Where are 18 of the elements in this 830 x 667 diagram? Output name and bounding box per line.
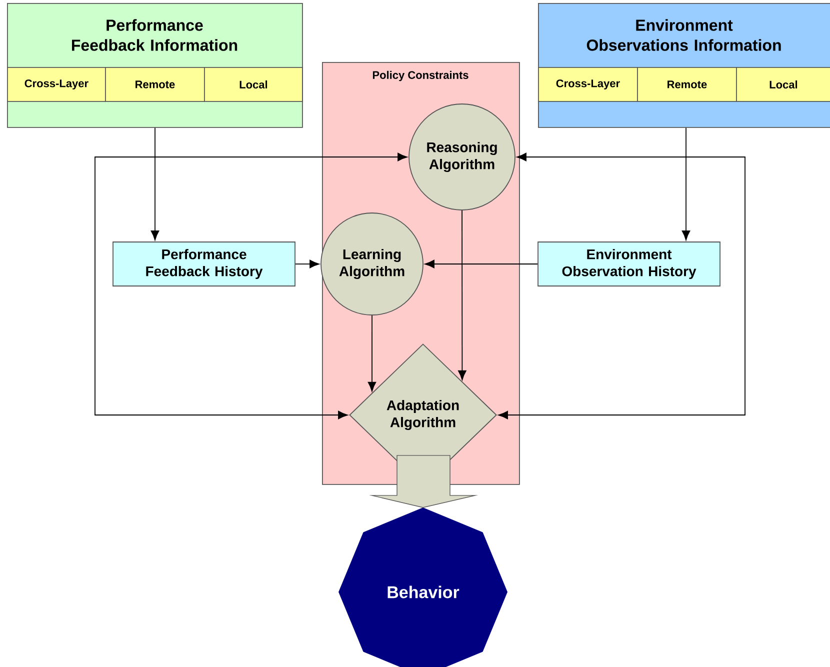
arrow: [94, 152, 408, 420]
table-cell: Cross-Layer: [538, 67, 638, 102]
arrow: [498, 152, 746, 420]
octagon: Behavior: [338, 508, 508, 667]
table-cell: Local: [204, 67, 303, 102]
arrow: [368, 315, 376, 392]
table-cell: Local: [736, 67, 830, 102]
table-cell: Remote: [637, 67, 737, 102]
table-cell: Cross-Layer: [7, 67, 106, 102]
history-box: Environment Observation History: [538, 242, 720, 286]
arrow: [458, 210, 466, 380]
arrow: [150, 127, 160, 240]
history-box: Performance Feedback History: [112, 242, 296, 286]
arrow: [424, 260, 538, 268]
arrow: [295, 260, 320, 268]
block-arrow: [369, 455, 478, 508]
table-cell: Remote: [105, 67, 205, 102]
arrow: [682, 127, 690, 240]
